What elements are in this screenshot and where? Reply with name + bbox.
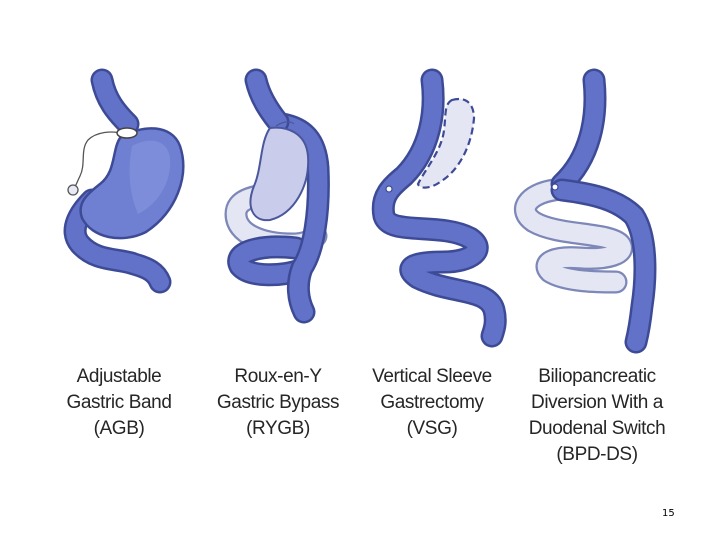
agb-access-port [68, 185, 78, 195]
rygb-diagram [236, 80, 318, 312]
caption-agb: Adjustable Gastric Band (AGB) [34, 364, 204, 442]
caption-vsg: Vertical Sleeve Gastrectomy (VSG) [347, 364, 517, 442]
page-number: 15 [662, 508, 675, 519]
caption-agb-line-1: Adjustable [34, 364, 204, 390]
caption-agb-line-3: (AGB) [34, 416, 204, 442]
caption-vsg-line-3: (VSG) [347, 416, 517, 442]
agb-diagram [68, 80, 183, 282]
caption-bpd-ds: Biliopancreatic Diversion With a Duodena… [512, 364, 682, 468]
caption-rygb-line-2: Gastric Bypass [193, 390, 363, 416]
caption-bpd-ds-line-2: Diversion With a [512, 390, 682, 416]
caption-bpd-ds-line-3: Duodenal Switch [512, 416, 682, 442]
agb-gastric-band [117, 128, 137, 138]
vsg-pylorus [386, 186, 392, 192]
rygb-gastric-pouch [251, 128, 309, 221]
vsg-diagram [383, 80, 495, 336]
caption-vsg-line-2: Gastrectomy [347, 390, 517, 416]
caption-rygb-line-3: (RYGB) [193, 416, 363, 442]
caption-bpd-ds-line-1: Biliopancreatic [512, 364, 682, 390]
caption-bpd-ds-line-4: (BPD-DS) [512, 442, 682, 468]
caption-vsg-line-1: Vertical Sleeve [347, 364, 517, 390]
bpd-ds-diagram [525, 80, 645, 342]
caption-rygb: Roux-en-Y Gastric Bypass (RYGB) [193, 364, 363, 442]
caption-agb-line-2: Gastric Band [34, 390, 204, 416]
caption-rygb-line-1: Roux-en-Y [193, 364, 363, 390]
bpd-ds-pylorus [552, 184, 558, 190]
